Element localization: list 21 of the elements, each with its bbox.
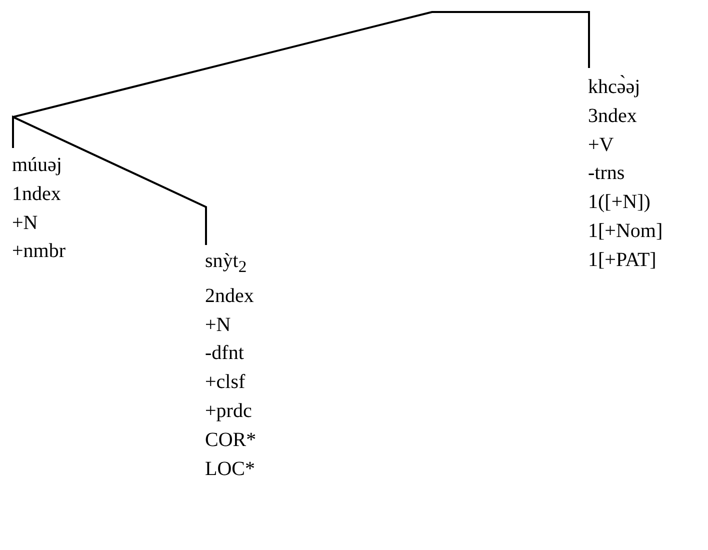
- feature-label: +nmbr: [12, 239, 66, 264]
- feature-label: LOC*: [205, 456, 256, 482]
- feature-label: -trns: [588, 161, 626, 186]
- feature-label: +N: [12, 210, 39, 236]
- feature-label: +N: [205, 312, 232, 338]
- feature-label: 1[+Nom]: [588, 218, 663, 244]
- feature-label: COR*: [205, 428, 256, 453]
- feature-label: +prdc: [205, 398, 253, 424]
- tree-branch: [12, 115, 207, 245]
- feature-label: 1ndex: [12, 182, 62, 207]
- feature-label: 3ndex: [588, 104, 638, 129]
- tree-branch: [12, 11, 590, 148]
- feature-label: +clsf: [205, 370, 246, 396]
- feature-label: khcə̀əj: [588, 74, 642, 100]
- feature-label: múuəj: [12, 153, 63, 178]
- feature-label: -dfnt: [205, 341, 245, 366]
- feature-label: 1([+N]): [588, 190, 652, 216]
- feature-label: 1[+PAT]: [588, 248, 658, 273]
- feature-label: 2ndex: [205, 284, 255, 309]
- feature-label: +V: [588, 132, 615, 158]
- feature-label: snỳt$_{2}$: [205, 249, 248, 278]
